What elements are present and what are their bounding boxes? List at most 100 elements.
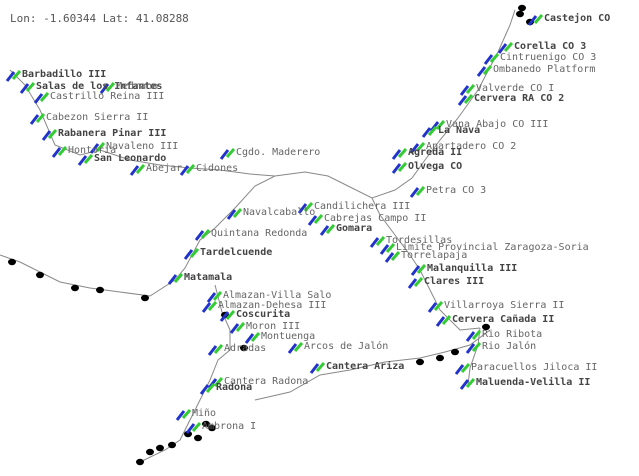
station-marker[interactable] bbox=[77, 154, 94, 166]
signal-blue-mark bbox=[309, 363, 320, 374]
rail-node bbox=[416, 358, 424, 366]
station-marker[interactable] bbox=[407, 277, 424, 289]
station-marker[interactable] bbox=[309, 362, 326, 374]
signal-green-mark bbox=[433, 301, 444, 311]
signal-blue-mark bbox=[29, 114, 40, 125]
station-marker[interactable] bbox=[421, 126, 438, 138]
station-label: Navaleno III bbox=[106, 141, 178, 152]
signal-green-mark bbox=[35, 113, 46, 123]
station-marker[interactable] bbox=[435, 315, 452, 327]
signal-green-mark bbox=[471, 330, 482, 340]
station-label: Gomara bbox=[336, 223, 372, 234]
station-marker[interactable] bbox=[410, 264, 427, 276]
station-label: Castrillo Reina III bbox=[50, 91, 164, 102]
station-marker[interactable] bbox=[185, 422, 202, 434]
station-marker[interactable] bbox=[219, 310, 236, 322]
station-marker[interactable] bbox=[459, 84, 476, 96]
signal-green-mark bbox=[135, 164, 146, 174]
station-marker[interactable] bbox=[201, 301, 218, 313]
station-label: Olvega CO bbox=[408, 161, 462, 172]
station-marker[interactable] bbox=[391, 148, 408, 160]
station-marker[interactable] bbox=[409, 142, 426, 154]
station-marker[interactable] bbox=[167, 273, 184, 285]
station-label: Abejar bbox=[146, 163, 182, 174]
station-marker[interactable] bbox=[175, 409, 192, 421]
station-markers bbox=[5, 14, 544, 434]
station-marker[interactable] bbox=[369, 236, 386, 248]
station-marker[interactable] bbox=[41, 129, 58, 141]
station-label: Tordesillas bbox=[386, 235, 452, 246]
signal-blue-mark bbox=[421, 127, 432, 138]
station-marker[interactable] bbox=[454, 363, 471, 375]
station-marker[interactable] bbox=[409, 186, 426, 198]
station-marker[interactable] bbox=[379, 243, 396, 255]
station-marker[interactable] bbox=[459, 378, 476, 390]
station-label: La Nava bbox=[438, 125, 480, 136]
station-label: Valverde CO I bbox=[476, 83, 554, 94]
station-marker[interactable] bbox=[287, 342, 304, 354]
station-marker[interactable] bbox=[226, 208, 243, 220]
station-marker[interactable] bbox=[183, 248, 200, 260]
station-marker[interactable] bbox=[5, 70, 22, 82]
signal-green-mark bbox=[105, 82, 116, 92]
signal-blue-mark bbox=[497, 43, 508, 54]
station-marker[interactable] bbox=[33, 92, 50, 104]
station-marker[interactable] bbox=[384, 251, 401, 263]
signal-green-mark bbox=[465, 378, 476, 388]
station-marker[interactable] bbox=[199, 383, 216, 395]
station-marker[interactable] bbox=[19, 82, 36, 94]
rail-node bbox=[146, 448, 154, 456]
station-marker[interactable] bbox=[457, 94, 474, 106]
station-marker[interactable] bbox=[427, 301, 444, 313]
signal-green-mark bbox=[293, 342, 304, 352]
signal-green-mark bbox=[95, 142, 106, 152]
station-marker[interactable] bbox=[244, 332, 261, 344]
signal-blue-mark bbox=[219, 311, 230, 322]
station-label: Navalcaballo bbox=[243, 207, 315, 218]
station-marker[interactable] bbox=[465, 330, 482, 342]
station-marker[interactable] bbox=[29, 113, 46, 125]
signal-green-mark bbox=[225, 148, 236, 158]
rail-node bbox=[240, 344, 248, 352]
station-marker[interactable] bbox=[229, 322, 246, 334]
station-marker[interactable] bbox=[194, 229, 211, 241]
signal-green-mark bbox=[397, 162, 408, 172]
station-label: Agreda II bbox=[408, 147, 462, 158]
station-marker[interactable] bbox=[219, 148, 236, 160]
station-label: Cantera Ariza bbox=[326, 360, 404, 372]
station-marker[interactable] bbox=[307, 214, 324, 226]
signal-blue-mark bbox=[465, 343, 476, 354]
station-label: Cantera Radona bbox=[224, 376, 308, 387]
signal-blue-mark bbox=[476, 66, 487, 77]
station-marker[interactable] bbox=[129, 164, 146, 176]
station-marker[interactable] bbox=[483, 53, 500, 65]
station-marker[interactable] bbox=[391, 162, 408, 174]
station-label: Adradas bbox=[224, 343, 266, 354]
signal-blue-mark bbox=[206, 292, 217, 303]
signal-green-mark bbox=[460, 363, 471, 373]
signal-green-mark bbox=[503, 42, 514, 52]
station-label: Candilichera III bbox=[314, 201, 410, 212]
station-label: Cidones bbox=[196, 163, 238, 174]
signal-blue-mark bbox=[391, 163, 402, 174]
station-marker[interactable] bbox=[99, 82, 116, 94]
station-marker[interactable] bbox=[179, 164, 196, 176]
signal-green-mark bbox=[39, 92, 50, 102]
station-marker[interactable] bbox=[207, 344, 224, 356]
signal-blue-mark bbox=[391, 149, 402, 160]
signal-green-mark bbox=[185, 164, 196, 174]
station-marker[interactable] bbox=[206, 291, 223, 303]
station-marker[interactable] bbox=[89, 142, 106, 154]
station-marker[interactable] bbox=[497, 42, 514, 54]
station-marker[interactable] bbox=[297, 202, 314, 214]
rail-node bbox=[136, 458, 144, 466]
station-marker[interactable] bbox=[465, 342, 482, 354]
signal-blue-mark bbox=[454, 364, 465, 375]
signal-green-mark bbox=[212, 291, 223, 301]
station-marker[interactable] bbox=[476, 65, 493, 77]
station-marker[interactable] bbox=[319, 224, 336, 236]
station-marker[interactable] bbox=[527, 14, 544, 26]
station-marker[interactable] bbox=[51, 146, 68, 158]
